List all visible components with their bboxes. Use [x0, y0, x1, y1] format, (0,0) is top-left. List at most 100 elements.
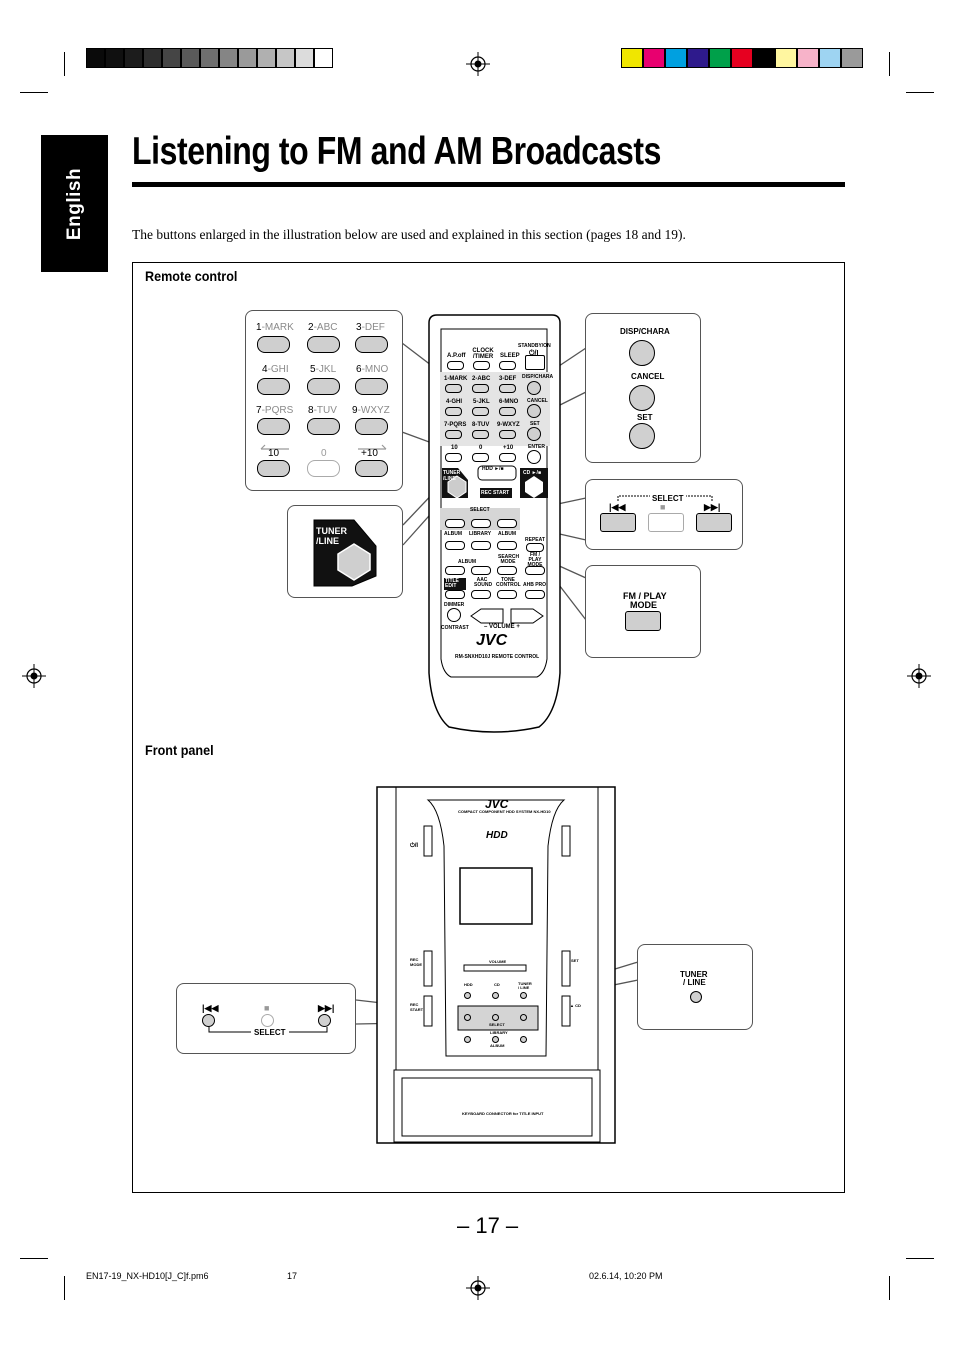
remote-contrast-label: CONTRAST — [441, 625, 469, 631]
remote-skip-forward-button[interactable] — [497, 519, 517, 528]
skip-back-button[interactable] — [600, 513, 636, 532]
disp-chara-button[interactable] — [629, 340, 655, 366]
key-label-10: 10 — [268, 448, 280, 459]
key-4-button[interactable] — [257, 378, 290, 395]
set-label: SET — [637, 413, 653, 422]
stop-icon: ■ — [660, 502, 666, 512]
front-album-prev-button[interactable] — [464, 1036, 471, 1043]
key-8-button[interactable] — [307, 418, 340, 435]
title-rule — [132, 182, 845, 187]
key-1-button[interactable] — [257, 336, 290, 353]
remote-standby-button[interactable] — [525, 355, 545, 370]
remote-search-mode-button[interactable] — [497, 566, 517, 575]
disp-chara-callout: DISP/CHARA CANCEL SET — [585, 313, 701, 463]
remote-album-next-button[interactable] — [497, 541, 517, 550]
remote-key-5[interactable] — [472, 407, 489, 416]
remote-repeat-button[interactable] — [526, 543, 544, 552]
remote-disp-button[interactable] — [527, 381, 541, 395]
remote-key-6[interactable] — [499, 407, 516, 416]
remote-sleep-button[interactable] — [499, 361, 516, 370]
remote-key-plus10[interactable] — [499, 453, 516, 462]
remote-album-label: ALBUM — [498, 531, 517, 537]
remote-num-label: 5-JKL — [473, 399, 490, 405]
front-stop-button[interactable] — [492, 1014, 499, 1021]
remote-library-button[interactable] — [471, 541, 491, 550]
key-6-button[interactable] — [355, 378, 388, 395]
remote-album-down-button[interactable] — [445, 566, 465, 575]
skip-forward-button[interactable] — [696, 513, 732, 532]
front-stop-icon: ■ — [264, 1003, 270, 1013]
key-10-button[interactable] — [257, 460, 290, 477]
set-button[interactable] — [629, 423, 655, 449]
underline-arrow-icon — [260, 444, 289, 450]
cancel-button[interactable] — [629, 385, 655, 411]
stop-button[interactable] — [648, 513, 684, 532]
remote-section-label: Remote control — [145, 268, 238, 284]
remote-ahb-button[interactable] — [525, 590, 545, 599]
front-skip-back-button[interactable] — [464, 1014, 471, 1021]
front-library-button[interactable] — [492, 1036, 499, 1043]
key-2-button[interactable] — [307, 336, 340, 353]
remote-label-standby: STANDBY/ON — [518, 343, 551, 349]
front-callout-stop-button[interactable] — [261, 1014, 274, 1027]
remote-album-up-button[interactable] — [471, 566, 491, 575]
remote-set-button[interactable] — [527, 427, 541, 441]
front-callout-skip-forward-button[interactable] — [318, 1014, 331, 1027]
color-swatch — [709, 48, 731, 68]
remote-key-10[interactable] — [445, 453, 462, 462]
remote-key-3[interactable] — [499, 384, 516, 393]
remote-enter-button[interactable] — [527, 450, 541, 464]
crop-mark — [64, 1276, 65, 1300]
remote-key-4[interactable] — [445, 407, 462, 416]
gray-swatch — [124, 48, 143, 68]
underline-arrow-icon — [358, 444, 387, 450]
remote-key-1[interactable] — [445, 384, 462, 393]
remote-skip-back-button[interactable] — [445, 519, 465, 528]
key-label-3: 3-DEF — [356, 322, 385, 333]
remote-volume-keys[interactable] — [469, 607, 545, 625]
remote-fm-play-button[interactable] — [525, 566, 545, 575]
crop-mark — [906, 92, 934, 93]
front-skip-forward-button[interactable] — [520, 1014, 527, 1021]
front-hdd-button[interactable] — [464, 992, 471, 999]
remote-key-7[interactable] — [445, 430, 462, 439]
remote-tone-button[interactable] — [497, 590, 517, 599]
remote-aac-button[interactable] — [471, 590, 491, 599]
fm-play-label-2: MODE — [630, 600, 657, 610]
front-callout-skip-back-button[interactable] — [202, 1014, 215, 1027]
remote-repeat-label: REPEAT — [525, 537, 545, 543]
remote-apoff-button[interactable] — [447, 361, 464, 370]
front-cd-button[interactable] — [492, 992, 499, 999]
front-callout-tuner-button[interactable] — [690, 991, 702, 1003]
key-9-button[interactable] — [355, 418, 388, 435]
remote-key-9[interactable] — [499, 430, 516, 439]
footer-date: 02.6.14, 10:20 PM — [589, 1271, 663, 1281]
remote-cancel-button[interactable] — [527, 404, 541, 418]
tuner-line-button[interactable] — [310, 516, 380, 588]
remote-title-edit-button[interactable] — [445, 590, 465, 599]
gray-swatch — [162, 48, 181, 68]
key-7-button[interactable] — [257, 418, 290, 435]
key-plus10-button[interactable] — [355, 460, 388, 477]
tuner-line-callout: TUNER /LINE — [287, 505, 403, 598]
color-swatch — [841, 48, 863, 68]
remote-album-prev-button[interactable] — [445, 541, 465, 550]
key-5-button[interactable] — [307, 378, 340, 395]
remote-key-0[interactable] — [472, 453, 489, 462]
front-tuner-line-button[interactable] — [520, 992, 527, 999]
key-3-button[interactable] — [355, 336, 388, 353]
key-0-button[interactable] — [307, 460, 340, 477]
remote-dimmer-button[interactable] — [447, 608, 461, 622]
remote-stop-button[interactable] — [471, 519, 491, 528]
crop-mark — [906, 1258, 934, 1259]
remote-key-8[interactable] — [472, 430, 489, 439]
remote-label-sleep: SLEEP — [500, 353, 520, 359]
remote-side-label: ENTER — [528, 444, 545, 450]
crop-mark — [889, 52, 890, 76]
remote-key-2[interactable] — [472, 384, 489, 393]
front-album-next-button[interactable] — [520, 1036, 527, 1043]
front-tuner-label-2: / LINE — [683, 978, 706, 987]
color-swatch — [775, 48, 797, 68]
fm-play-mode-button[interactable] — [625, 611, 661, 631]
remote-clock-button[interactable] — [473, 361, 490, 370]
